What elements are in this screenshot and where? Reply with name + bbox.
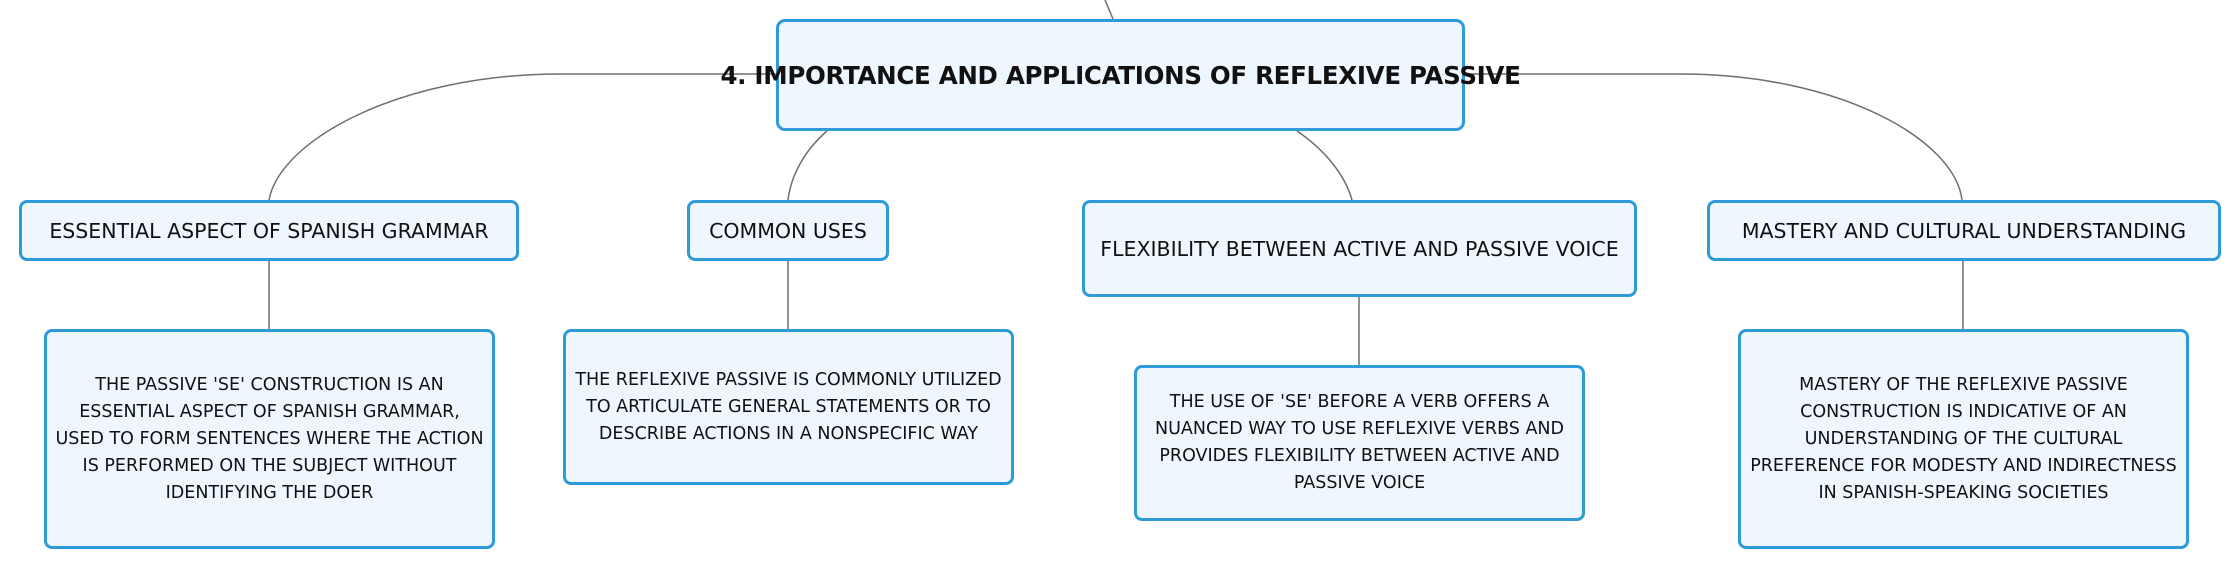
topic-common-uses[interactable]: COMMON USES [687,200,889,261]
topic-label: FLEXIBILITY BETWEEN ACTIVE AND PASSIVE V… [1100,236,1619,261]
connector-root-to-branch-3 [1296,130,1353,201]
connector-root-to-branch-2 [787,130,828,201]
subtopic-flexibility-detail[interactable]: THE USE OF 'SE' BEFORE A VERB OFFERS A N… [1134,365,1585,521]
central-topic-label: 4. IMPORTANCE AND APPLICATIONS OF REFLEX… [720,60,1521,90]
topic-label: ESSENTIAL ASPECT OF SPANISH GRAMMAR [49,218,489,243]
connector-root-to-branch-1 [268,73,776,201]
topic-label: COMMON USES [709,218,867,243]
subtopic-text: MASTERY OF THE REFLEXIVE PASSIVE CONSTRU… [1750,374,2177,503]
subtopic-mastery-detail[interactable]: MASTERY OF THE REFLEXIVE PASSIVE CONSTRU… [1738,329,2189,549]
topic-mastery-cultural[interactable]: MASTERY AND CULTURAL UNDERSTANDING [1707,200,2221,261]
subtopic-text: THE REFLEXIVE PASSIVE IS COMMONLY UTILIZ… [575,369,1002,444]
subtopic-common-uses-detail[interactable]: THE REFLEXIVE PASSIVE IS COMMONLY UTILIZ… [563,329,1014,485]
subtopic-text: THE PASSIVE 'SE' CONSTRUCTION IS AN ESSE… [55,374,484,503]
subtopic-essential-aspect-detail[interactable]: THE PASSIVE 'SE' CONSTRUCTION IS AN ESSE… [44,329,495,549]
subtopic-text: THE USE OF 'SE' BEFORE A VERB OFFERS A N… [1155,392,1564,493]
connector-root-to-branch-4 [1465,73,1963,201]
topic-flexibility[interactable]: FLEXIBILITY BETWEEN ACTIVE AND PASSIVE V… [1082,200,1637,297]
topic-label: MASTERY AND CULTURAL UNDERSTANDING [1741,218,2187,243]
topic-essential-aspect[interactable]: ESSENTIAL ASPECT OF SPANISH GRAMMAR [19,200,519,261]
connector-parent-to-root [1104,0,1114,20]
central-topic[interactable]: 4. IMPORTANCE AND APPLICATIONS OF REFLEX… [720,19,1521,131]
